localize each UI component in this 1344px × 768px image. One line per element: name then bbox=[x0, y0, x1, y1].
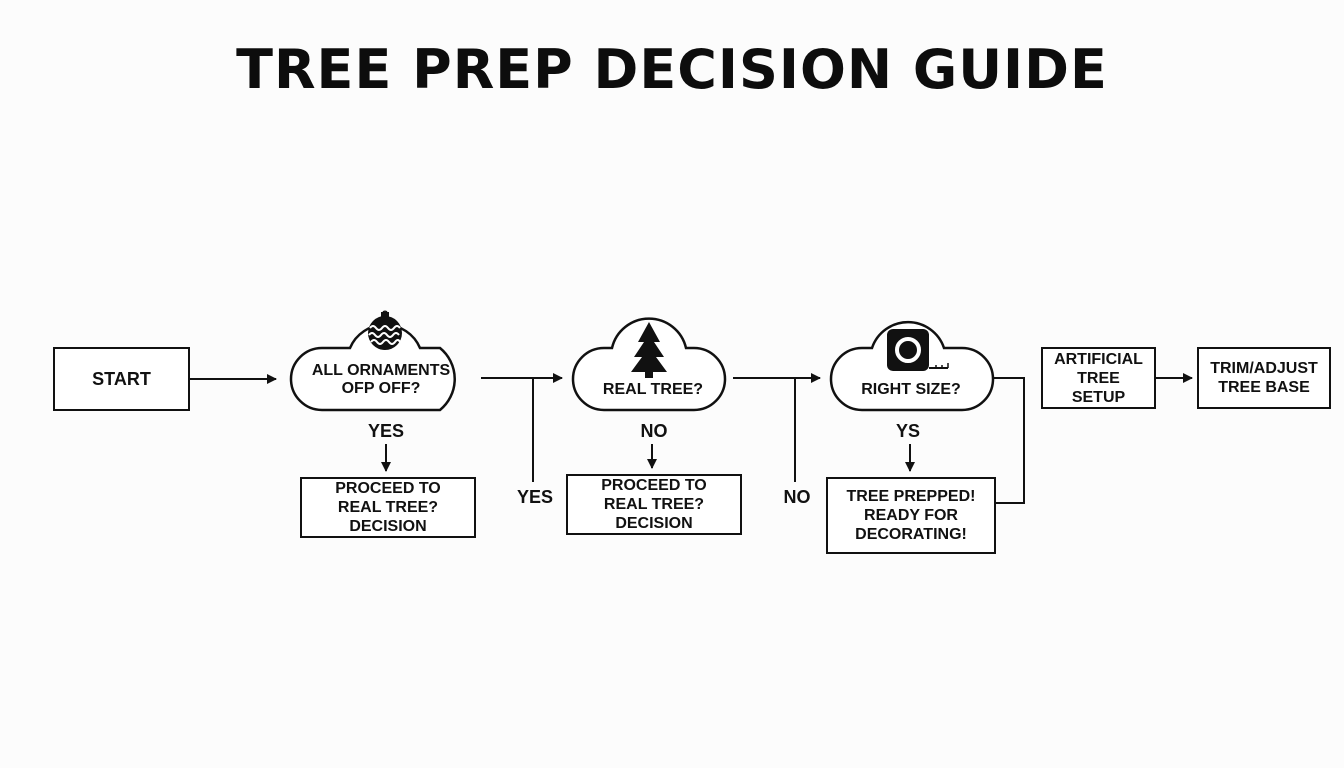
start-label: START bbox=[92, 368, 151, 389]
trim-adjust-label: TRIM/ADJUST TREE BASE bbox=[1210, 360, 1318, 396]
ornaments-question: ALL ORNAMENTS OFP OFF? bbox=[296, 356, 466, 404]
tree-prepped-label: TREE PREPPED! READY FOR DECORATING! bbox=[846, 488, 976, 543]
edge-label-no-branch: NO bbox=[783, 487, 811, 507]
pine-tree-icon bbox=[631, 322, 667, 378]
ornament-icon bbox=[368, 310, 402, 350]
page-title: TREE PREP DECISION GUIDE bbox=[236, 38, 1108, 101]
proceed-box-1-label: PROCEED TO REAL TREE? DECISION bbox=[335, 480, 441, 535]
right-size-question-label: RIGHT SIZE? bbox=[861, 381, 961, 398]
edge-label-realtree-no: NO bbox=[640, 421, 668, 441]
real-tree-question-label: REAL TREE? bbox=[602, 381, 704, 398]
start-node: START bbox=[53, 347, 190, 411]
edge-label-ornaments-yes: YES bbox=[367, 421, 405, 441]
right-size-question: RIGHT SIZE? bbox=[836, 370, 986, 410]
edge-label-rightsize-ys: YS bbox=[895, 421, 920, 441]
edge-label-yes-branch: YES bbox=[516, 487, 554, 507]
proceed-box-2-label: PROCEED TO REAL TREE? DECISION bbox=[601, 477, 707, 532]
trim-adjust-box: TRIM/ADJUST TREE BASE bbox=[1197, 347, 1331, 409]
tape-measure-icon bbox=[887, 329, 949, 371]
tree-prepped-box: TREE PREPPED! READY FOR DECORATING! bbox=[826, 477, 996, 554]
artificial-setup-box: ARTIFICIAL TREE SETUP bbox=[1041, 347, 1156, 409]
artificial-setup-label: ARTIFICIAL TREE SETUP bbox=[1054, 350, 1143, 406]
real-tree-question: REAL TREE? bbox=[578, 370, 728, 410]
proceed-box-1: PROCEED TO REAL TREE? DECISION bbox=[300, 477, 476, 538]
ornaments-question-label: ALL ORNAMENTS OFP OFF? bbox=[311, 362, 451, 397]
edge-rightsize-loop bbox=[993, 377, 1025, 504]
proceed-box-2: PROCEED TO REAL TREE? DECISION bbox=[566, 474, 742, 535]
